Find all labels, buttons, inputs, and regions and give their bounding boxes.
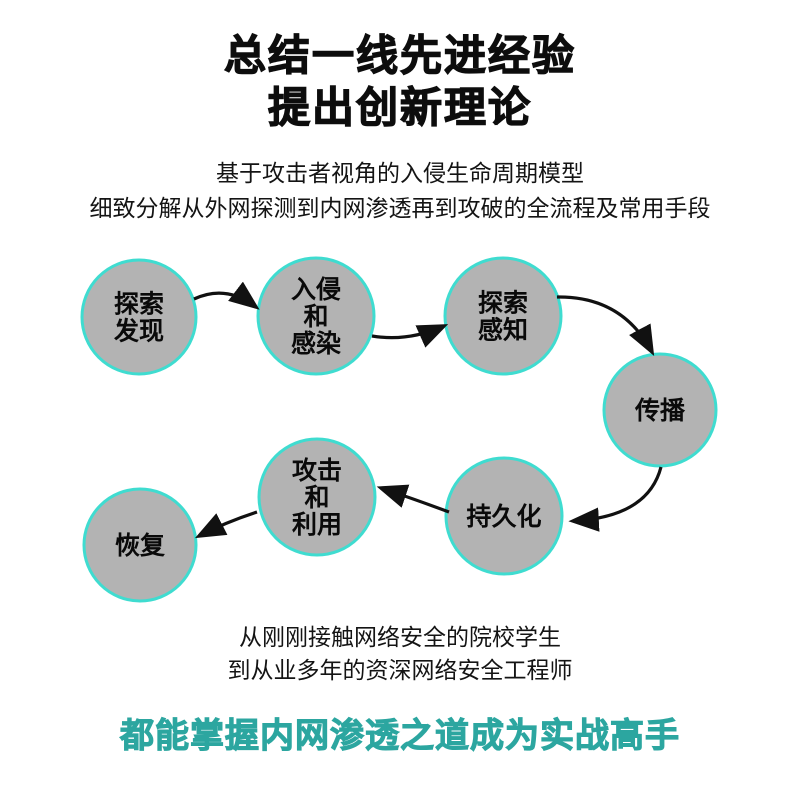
title-line-1: 总结一线先进经验 [223, 31, 576, 79]
node-circle-explore-discover [80, 258, 198, 376]
node-persistence: 持久化 [444, 456, 564, 576]
node-circle-attack-exploitation [257, 437, 377, 557]
node-label-intrusion-infection: 入侵和感染 [291, 276, 341, 358]
node-label-explore-sense: 探索感知 [478, 290, 528, 345]
arrow-explore-sense-to-spread [556, 295, 655, 357]
subtitle-line-2: 细致分解从外网探测到内网渗透再到攻破的全流程及常用手段 [89, 195, 711, 221]
node-label-spread: 传播 [634, 397, 686, 425]
audience-line-2: 到从业多年的资深网络安全工程师 [227, 657, 573, 683]
audience-text: 从刚刚接触网络安全的院校学生 到从业多年的资深网络安全工程师 [0, 621, 800, 687]
node-intrusion-infection: 入侵和感染 [256, 256, 376, 376]
arrow-explore-discover-to-intrusion-infection [193, 281, 260, 310]
subtitle: 基于攻击者视角的入侵生命周期模型 细致分解从外网探测到内网渗透再到攻破的全流程及… [0, 156, 800, 226]
arrow-spread-to-persistence [568, 466, 663, 532]
arrow-intrusion-infection-to-explore-sense [371, 324, 449, 348]
title-line-2: 提出创新理论 [267, 83, 532, 131]
node-explore-sense: 探索感知 [443, 256, 563, 376]
audience-line-1: 从刚刚接触网络安全的院校学生 [239, 624, 561, 650]
subtitle-line-1: 基于攻击者视角的入侵生命周期模型 [216, 160, 584, 186]
node-attack-exploitation: 攻击和利用 [257, 437, 377, 557]
node-circle-persistence [444, 456, 564, 576]
node-circle-recovery [82, 487, 198, 603]
node-circle-explore-sense [443, 256, 563, 376]
arrow-persistence-to-attack-exploitation [376, 484, 450, 514]
node-circle-spread [602, 352, 718, 468]
node-label-recovery: 恢复 [115, 531, 166, 560]
node-label-attack-exploitation: 攻击和利用 [292, 457, 342, 539]
node-label-explore-discover: 探索发现 [113, 291, 164, 346]
page-title: 总结一线先进经验 提出创新理论 [0, 30, 800, 134]
node-explore-discover: 探索发现 [80, 258, 198, 376]
node-recovery: 恢复 [82, 487, 198, 603]
node-circle-intrusion-infection [256, 256, 376, 376]
node-label-persistence: 持久化 [466, 503, 541, 531]
arrow-attack-exploitation-to-recovery [194, 510, 258, 539]
footer-slogan: 都能掌握内网渗透之道成为实战高手 [120, 717, 680, 756]
node-spread: 传播 [602, 352, 718, 468]
